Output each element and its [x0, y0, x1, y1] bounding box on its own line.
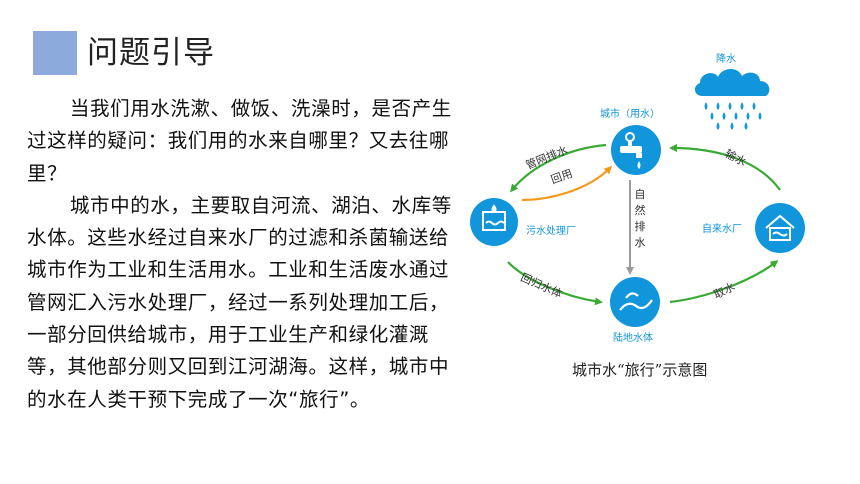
rain-cloud-icon [694, 68, 770, 130]
arrow-return [507, 261, 603, 306]
arrow-reuse [521, 165, 613, 202]
arrow-pipe-drain [510, 143, 607, 193]
paragraph-2: 城市中的水，主要取自河流、湖泊、水库等水体。这些水经过自来水厂的过滤和杀菌输送给… [27, 193, 452, 411]
rain-label: 降水 [716, 52, 736, 65]
water-cycle-diagram: 降水 管网排水 回用 输水 回归水体 取水 自然排水 城市（用水） 污水处理厂 [470, 52, 805, 344]
arrow-label-return: 回归水体 [519, 270, 565, 301]
water-wave-icon [619, 292, 653, 311]
arrow-label-pipe-drain: 管网排水 [523, 143, 569, 172]
land-water-node [610, 277, 660, 327]
sewage-plant-label: 污水处理厂 [526, 225, 576, 237]
arrow-label-transport: 输水 [723, 146, 749, 169]
paragraph-1: 当我们用水洗漱、做饭、洗澡时，是否产生过这样的疑问：我们用的水来自哪里？又去往哪… [27, 97, 452, 185]
diagram-caption: 城市水“旅行”示意图 [572, 361, 708, 379]
city-node [611, 125, 661, 175]
waterworks-icon [765, 214, 795, 241]
arrow-intake [669, 260, 779, 304]
waterworks-label: 自来水厂 [702, 222, 742, 235]
city-label: 城市（用水） [600, 107, 660, 120]
sewage-plant-node [470, 198, 518, 246]
page-title: 问题引导 [87, 35, 215, 71]
faucet-icon [620, 132, 642, 169]
treatment-plant-icon [482, 204, 506, 231]
arrow-transport [669, 144, 781, 191]
arrow-label-natural-drain: 自然排水 [635, 188, 650, 249]
title-accent-square [33, 31, 77, 75]
waterworks-node [755, 203, 805, 253]
arrow-label-reuse: 回用 [549, 167, 574, 187]
arrow-label-intake: 取水 [712, 280, 737, 301]
body-text: 当我们用水洗漱、做饭、洗澡时，是否产生过这样的疑问：我们用的水来自哪里？又去往哪… [27, 93, 467, 416]
land-water-label: 陆地水体 [613, 331, 653, 344]
